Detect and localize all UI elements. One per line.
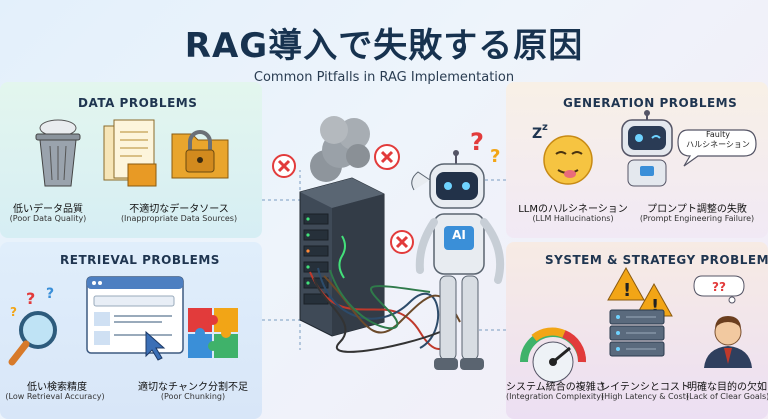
system-item-1-sublabel: (Integration Complexity) [506, 392, 605, 401]
speech-bubble-text: Faulty ハルシネーション [686, 130, 750, 149]
error-x-icon [390, 230, 414, 254]
broken-server-icon [299, 177, 385, 337]
retrieval-item-1-label: 低い検索精度 [27, 382, 87, 393]
svg-text:Z: Z [532, 126, 542, 142]
system-problems-heading: SYSTEM & STRATEGY PROBLEMS [545, 253, 768, 267]
data-item-2-sublabel: (Inappropriate Data Sources) [120, 214, 238, 223]
svg-text:?: ? [26, 289, 35, 308]
robot-chest-label: AI [452, 228, 466, 242]
browser-window-icon [86, 276, 184, 361]
system-item-1-label: システム統合の複雑さ [506, 382, 606, 393]
error-x-icon [374, 144, 400, 170]
puzzle-icon [188, 308, 238, 358]
data-item-2-label: 不適切なデータソース [129, 204, 229, 215]
error-x-icon [272, 154, 296, 178]
data-item-1-label: 低いデータ品質 [13, 204, 83, 215]
businessman-icon: ?? [693, 275, 752, 368]
svg-text:!: ! [651, 296, 659, 317]
page-subtitle: Common Pitfalls in RAG Implementation [253, 70, 515, 85]
generation-item-1-label: LLMのハルシネーション [518, 204, 628, 215]
system-item-3-sublabel: (Lack of Clear Goals) [686, 392, 768, 401]
question-mark-icon: ? [490, 146, 500, 167]
magnifier-icon: ? ? ? [8, 286, 57, 366]
svg-text:!: ! [623, 280, 631, 301]
system-item-2-sublabel: (High Latency & Cost) [601, 392, 689, 401]
data-problems-heading: DATA PROBLEMS [78, 96, 198, 110]
generation-problems-heading: GENERATION PROBLEMS [563, 96, 738, 110]
svg-text:?: ? [490, 146, 500, 167]
question-mark-icon: ? [470, 128, 484, 156]
svg-text:?: ? [46, 286, 54, 302]
dizzy-face-icon: Z z [532, 122, 593, 185]
confused-robot-icon [411, 150, 505, 370]
retrieval-item-2-sublabel: (Poor Chunking) [160, 392, 226, 401]
speech-bubble [677, 129, 757, 167]
smoke-cloud [310, 116, 370, 182]
page-title: RAG導入で失敗する原因 [184, 26, 584, 66]
generation-item-2-label: プロンプト調整の失敗 [647, 204, 747, 215]
svg-text:?: ? [10, 305, 17, 319]
document-folder-icon [103, 119, 157, 187]
svg-text:??: ?? [712, 280, 726, 294]
generation-item-2-sublabel: (Prompt Engineering Failure) [639, 214, 755, 223]
server-warning-icon: ! ! [607, 266, 673, 357]
retrieval-problems-heading: RETRIEVAL PROBLEMS [60, 253, 220, 267]
padlock-folder-icon [171, 130, 229, 179]
gauge-icon [520, 327, 586, 383]
system-item-3-label: 明確な目的の欠如 [687, 382, 767, 393]
generation-item-1-sublabel: (LLM Hallucinations) [532, 214, 614, 223]
trash-can-icon [35, 119, 81, 187]
retrieval-item-1-sublabel: (Low Retrieval Accuracy) [5, 392, 105, 401]
retrieval-item-2-label: 適切なチャンク分割不足 [138, 382, 248, 393]
robot-icon [621, 110, 673, 187]
svg-text:?: ? [470, 128, 484, 156]
system-item-2-label: レイテンシとコスト [600, 382, 690, 393]
svg-text:z: z [542, 122, 548, 133]
data-item-1-sublabel: (Poor Data Quality) [9, 214, 87, 223]
